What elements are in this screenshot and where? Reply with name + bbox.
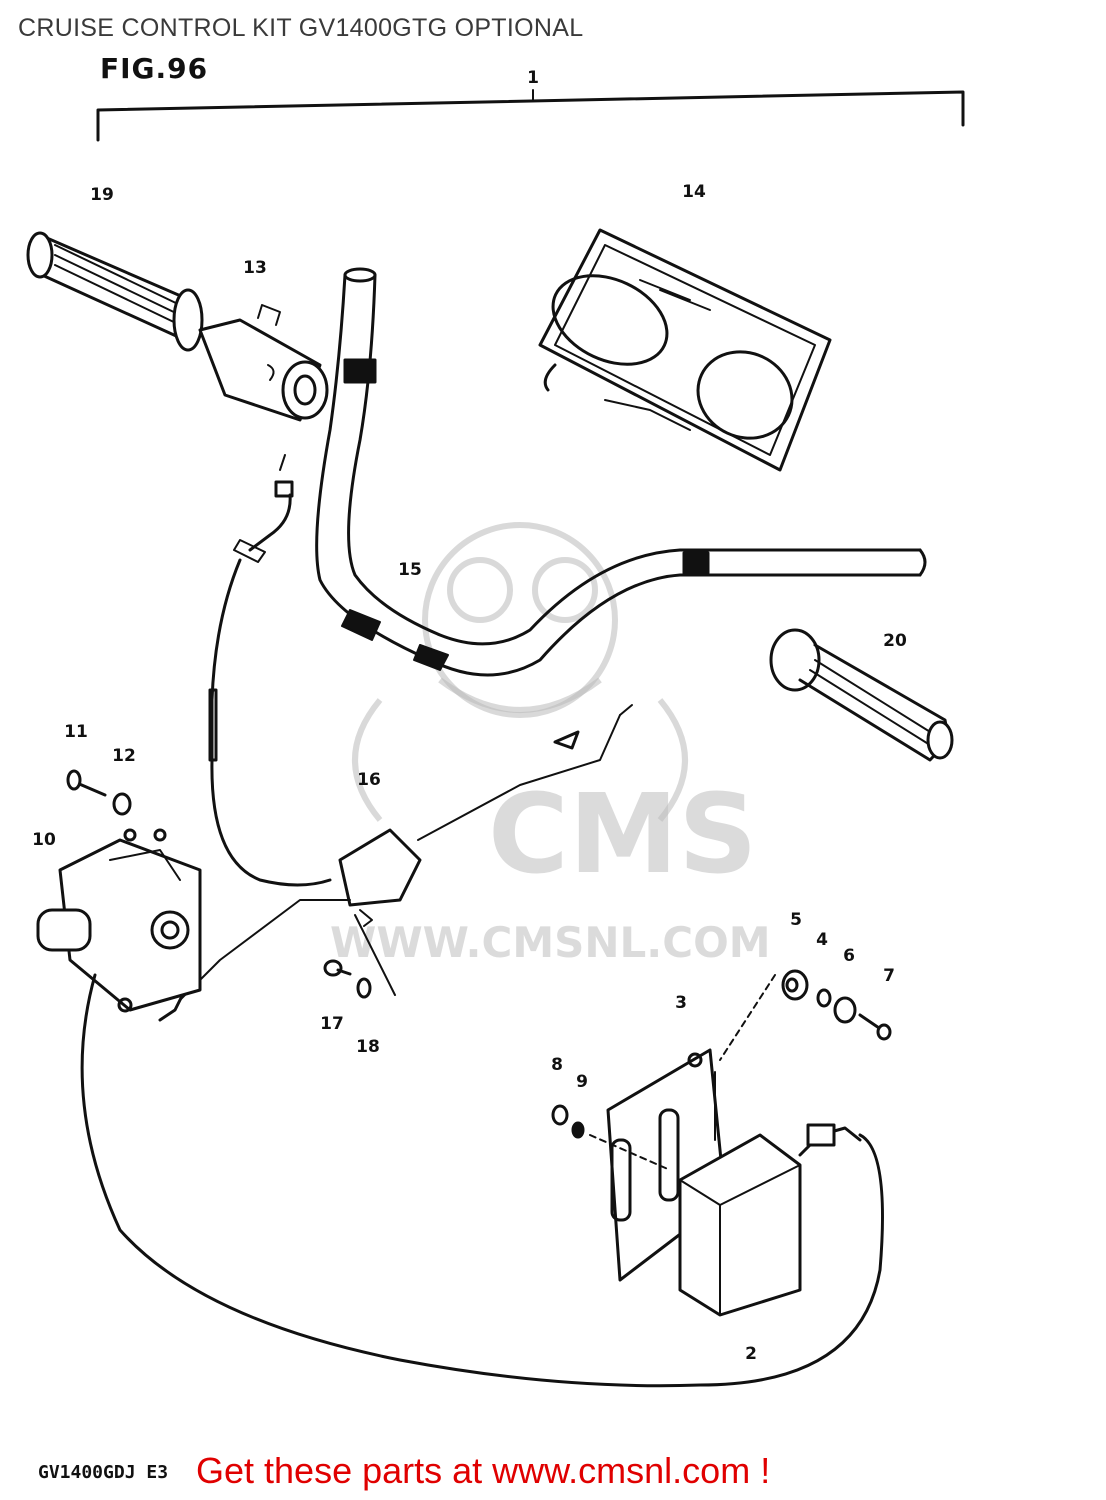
callout-9: 9 <box>576 1072 588 1092</box>
nut-12 <box>112 792 132 816</box>
handlebar-15 <box>315 267 927 677</box>
nut-8 <box>551 1104 569 1126</box>
callout-10: 10 <box>32 830 56 850</box>
callout-1: 1 <box>527 68 539 88</box>
cable-junction-16 <box>158 704 633 1022</box>
callout-16: 16 <box>357 770 381 790</box>
bolt-17 <box>323 959 352 977</box>
callout-2: 2 <box>745 1344 757 1364</box>
switch-cable <box>208 454 332 887</box>
cruise-switch-13 <box>198 304 329 422</box>
callout-4: 4 <box>816 930 828 950</box>
washer-6 <box>833 996 857 1024</box>
callout-6: 6 <box>843 946 855 966</box>
model-code: GV1400GDJ E3 <box>38 1462 169 1483</box>
kit-bracket <box>96 89 965 142</box>
callout-7: 7 <box>883 966 895 986</box>
right-grip-20 <box>769 628 954 762</box>
callout-18: 18 <box>356 1037 380 1057</box>
watermark-brand: CMS <box>488 770 758 898</box>
parts-link[interactable]: Get these parts at www.cmsnl.com ! <box>196 1450 771 1491</box>
left-grip-19 <box>26 231 204 352</box>
callout-5: 5 <box>790 910 802 930</box>
bolt-11 <box>66 769 107 797</box>
callout-8: 8 <box>551 1055 563 1075</box>
callout-14: 14 <box>682 182 706 202</box>
actuator-10 <box>36 828 884 1388</box>
callout-17: 17 <box>320 1014 344 1034</box>
callout-19: 19 <box>90 185 114 205</box>
callout-3: 3 <box>675 993 687 1013</box>
page-title: CRUISE CONTROL KIT GV1400GTG OPTIONAL <box>18 14 584 42</box>
callout-15: 15 <box>398 560 422 580</box>
washer-18 <box>356 977 372 999</box>
callout-11: 11 <box>64 722 88 742</box>
control-unit-2 <box>678 1123 862 1317</box>
washer-9 <box>571 1121 585 1139</box>
bolt-7 <box>858 1013 892 1041</box>
watermark-url: WWW.CMSNL.COM <box>330 918 771 967</box>
callout-13: 13 <box>243 258 267 278</box>
figure-label: FIG.96 <box>100 52 209 85</box>
callout-12: 12 <box>112 746 136 766</box>
meter-cover-14 <box>538 228 832 472</box>
callout-20: 20 <box>883 631 907 651</box>
collar-4 <box>816 988 832 1008</box>
grommet-5 <box>781 969 809 1001</box>
